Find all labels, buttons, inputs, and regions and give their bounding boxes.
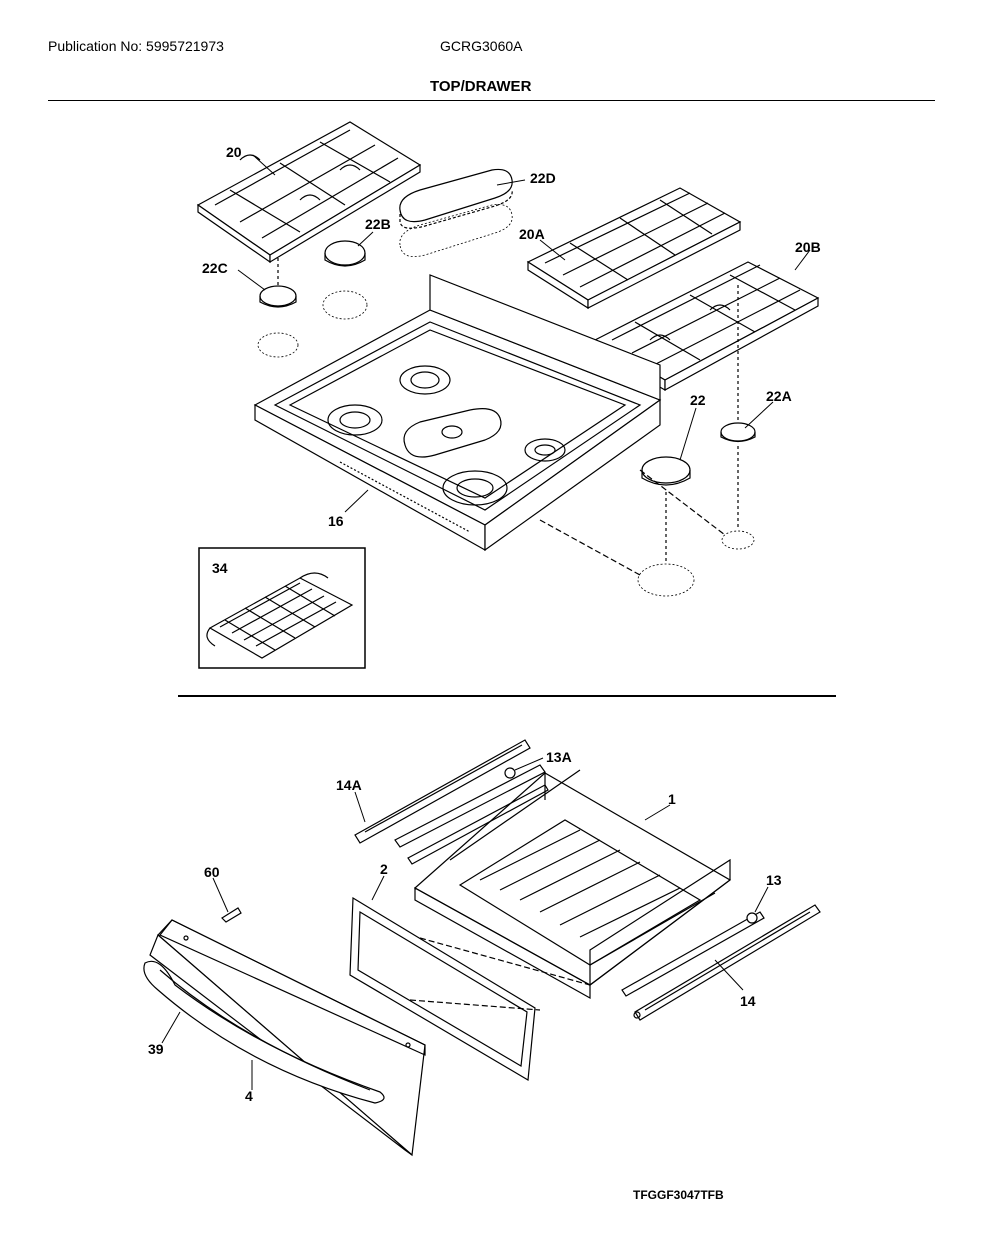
section-title: TOP/DRAWER <box>430 78 532 95</box>
callout-16: 16 <box>328 513 344 529</box>
callout-13: 13 <box>766 872 782 888</box>
callout-22b: 22B <box>365 216 391 232</box>
grate-20-drawing <box>196 121 422 264</box>
callout-14a: 14A <box>336 777 362 793</box>
drawer-body-1-drawing <box>413 769 732 1000</box>
burner-cap-22-drawing <box>539 456 695 597</box>
callout-20: 20 <box>226 144 242 160</box>
grate-20a-drawing <box>526 187 742 310</box>
oval-burner-cap-22d-drawing <box>399 168 513 258</box>
drawer-slide-14-drawing <box>621 904 821 1021</box>
header-divider <box>48 100 935 101</box>
model-number: GCRG3060A <box>440 38 523 54</box>
section-divider <box>178 695 836 697</box>
callout-60: 60 <box>204 864 220 880</box>
callout-39: 39 <box>148 1041 164 1057</box>
burner-cap-22a-drawing <box>639 285 756 550</box>
drawer-front-4-drawing <box>143 907 426 1157</box>
callout-13a: 13A <box>546 749 572 765</box>
callout-1: 1 <box>668 791 676 807</box>
burner-cap-22c-drawing <box>257 258 299 358</box>
publication-number: Publication No: 5995721973 <box>48 38 224 54</box>
burner-cap-22b-drawing <box>322 240 368 320</box>
callout-22: 22 <box>690 392 706 408</box>
leader-lines <box>161 154 811 1090</box>
callout-20b: 20B <box>795 239 821 255</box>
drawer-slide-14a-drawing <box>354 739 549 865</box>
griddle-34-drawing <box>198 547 366 669</box>
cooktop-16-drawing <box>253 274 662 552</box>
callout-4: 4 <box>245 1088 253 1104</box>
callout-34: 34 <box>212 560 228 576</box>
callout-20a: 20A <box>519 226 545 242</box>
callout-22d: 22D <box>530 170 556 186</box>
drawer-inner-panel-2-drawing <box>349 896 591 1081</box>
callout-22a: 22A <box>766 388 792 404</box>
diagram-code: TFGGF3047TFB <box>633 1188 724 1202</box>
callout-14: 14 <box>740 993 756 1009</box>
callout-2: 2 <box>380 861 388 877</box>
callout-22c: 22C <box>202 260 228 276</box>
